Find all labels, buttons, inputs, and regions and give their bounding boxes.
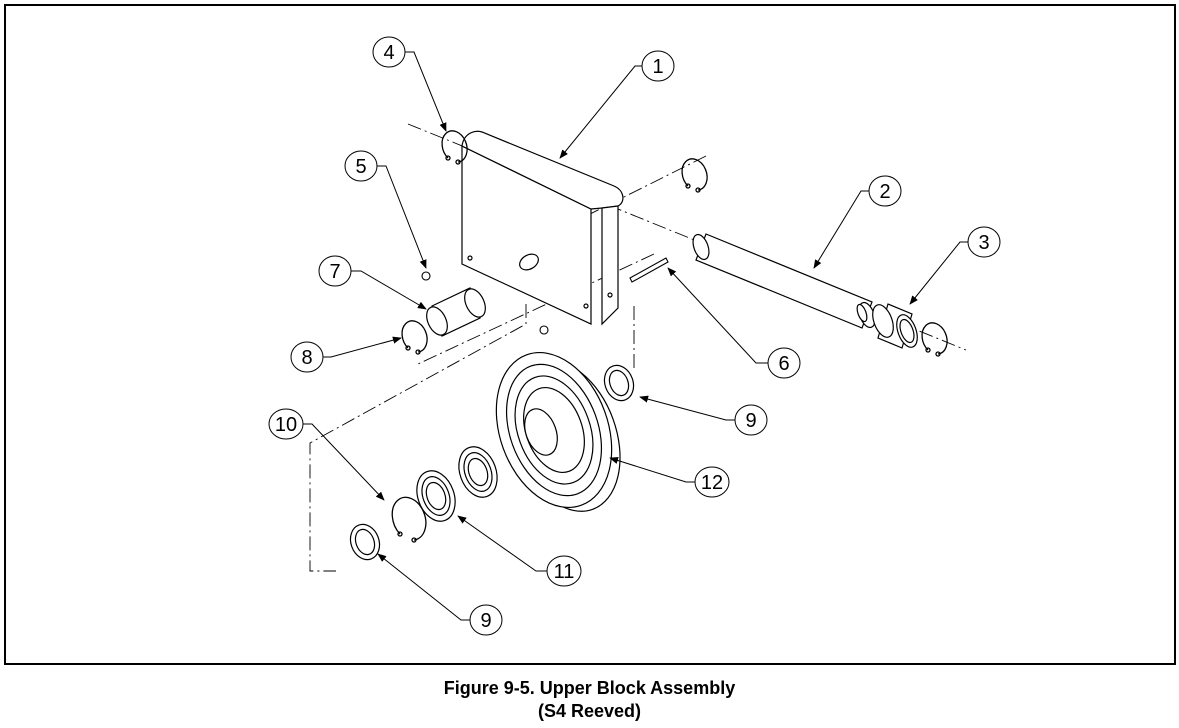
svg-text:11: 11 — [554, 561, 575, 583]
roll-pin-part — [629, 257, 669, 283]
figure-caption-subtitle: (S4 Reeved) — [537, 701, 642, 721]
leader-lines — [302, 51, 969, 621]
svg-text:12: 12 — [701, 472, 723, 494]
callout-9-upper: 9 — [734, 404, 768, 436]
callout-8: 8 — [290, 341, 324, 373]
svg-text:2: 2 — [879, 181, 890, 203]
svg-text:1: 1 — [652, 56, 663, 78]
svg-text:3: 3 — [978, 232, 989, 254]
svg-text:7: 7 — [329, 261, 340, 283]
spacer-part — [426, 287, 486, 337]
bearings — [416, 446, 498, 522]
retaining-rings — [391, 130, 948, 543]
callout-4: 4 — [372, 36, 406, 68]
callout-6: 6 — [767, 347, 801, 379]
svg-text:8: 8 — [301, 347, 312, 369]
callout-9-lower: 9 — [469, 604, 503, 636]
svg-text:6: 6 — [778, 353, 789, 375]
bushing-part — [872, 303, 918, 349]
callout-10: 10 — [268, 408, 304, 440]
nuts — [421, 271, 549, 335]
callout-1: 1 — [641, 50, 675, 82]
callout-11: 11 — [546, 555, 582, 587]
side-plate-part — [461, 130, 624, 326]
pin-part — [692, 233, 876, 329]
thrust-washers — [349, 364, 635, 561]
callout-5: 5 — [344, 150, 378, 182]
svg-text:4: 4 — [383, 42, 394, 64]
callout-3: 3 — [967, 226, 1001, 258]
figure-caption-title: Figure 9-5. Upper Block Assembly — [443, 678, 736, 698]
svg-text:9: 9 — [480, 610, 491, 632]
upper-block-assembly-drawing: 1 2 3 4 5 6 7 — [268, 36, 1001, 636]
figure-frame: 1 2 3 4 5 6 7 — [4, 4, 1176, 665]
callout-12: 12 — [694, 466, 730, 498]
sheave-part — [495, 351, 621, 512]
svg-text:10: 10 — [275, 414, 297, 436]
svg-text:5: 5 — [355, 156, 366, 178]
callout-7: 7 — [318, 255, 352, 287]
svg-text:9: 9 — [745, 410, 756, 432]
callout-2: 2 — [868, 175, 902, 207]
callout-balloons: 1 2 3 4 5 6 7 — [268, 36, 1001, 636]
